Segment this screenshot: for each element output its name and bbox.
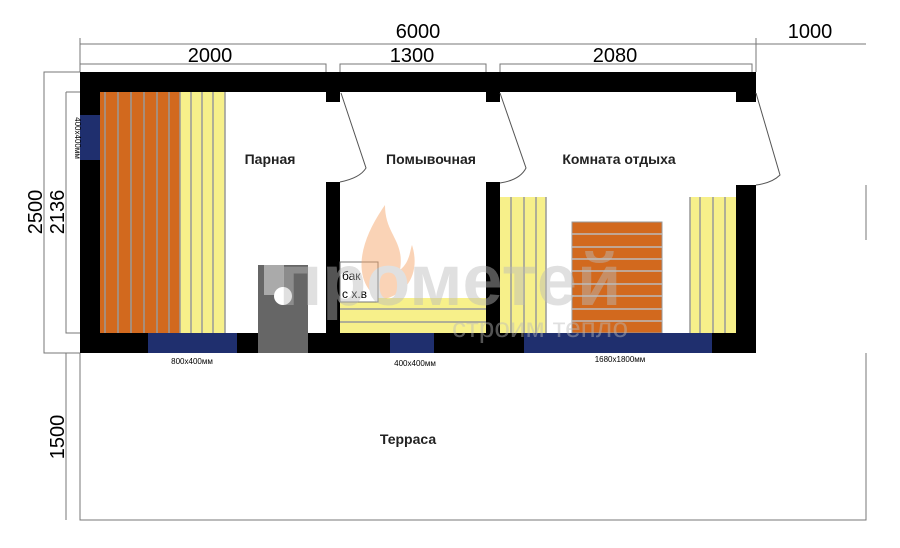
room-wash-label: Помывочная	[386, 151, 476, 167]
dim-terrace-ext: 1000	[788, 21, 833, 43]
stove	[258, 265, 308, 353]
dim-room2-width: 1300	[390, 45, 435, 67]
tank-label-1: бак	[342, 269, 361, 283]
door-wash	[499, 92, 527, 184]
window-left	[80, 115, 100, 160]
dim-terrace-depth: 1500	[47, 415, 69, 460]
window-rest	[524, 333, 712, 353]
tank-label-2: с х.в	[342, 287, 367, 301]
rest-benches	[500, 197, 736, 333]
watermark: прометей строим тепло	[279, 205, 628, 343]
dim-inner-depth: 2136	[47, 190, 69, 235]
room-steam-label: Парная	[245, 151, 296, 167]
dim-room1-width: 2000	[188, 45, 233, 67]
window-steam	[148, 333, 237, 353]
watermark-slogan: строим тепло	[452, 312, 628, 343]
door-rest	[755, 92, 781, 186]
water-tank: бак с х.в	[339, 261, 379, 303]
window-steam-label: 800x400мм	[171, 357, 213, 366]
dim-room3-width: 2080	[593, 45, 638, 67]
doors	[339, 92, 781, 186]
window-left-label: 400x400мм	[73, 117, 82, 159]
window-wash	[390, 333, 434, 353]
room-rest-label: Комната отдыха	[562, 151, 676, 167]
wash-bench	[340, 298, 486, 333]
dim-total-depth: 2500	[25, 190, 47, 235]
window-rest-label: 1680x1800мм	[595, 355, 646, 364]
terrace-label: Терраса	[380, 431, 436, 447]
stove-chimney-icon	[274, 287, 292, 305]
steam-bench	[100, 92, 226, 333]
dim-total-width: 6000	[396, 21, 441, 43]
door-steam	[339, 92, 367, 183]
rest-table	[571, 221, 663, 334]
watermark-name: прометей	[279, 241, 621, 321]
window-wash-label: 400x400мм	[394, 359, 436, 368]
windows	[80, 115, 712, 353]
dimension-lines	[43, 38, 867, 521]
flame-icon	[361, 205, 415, 300]
